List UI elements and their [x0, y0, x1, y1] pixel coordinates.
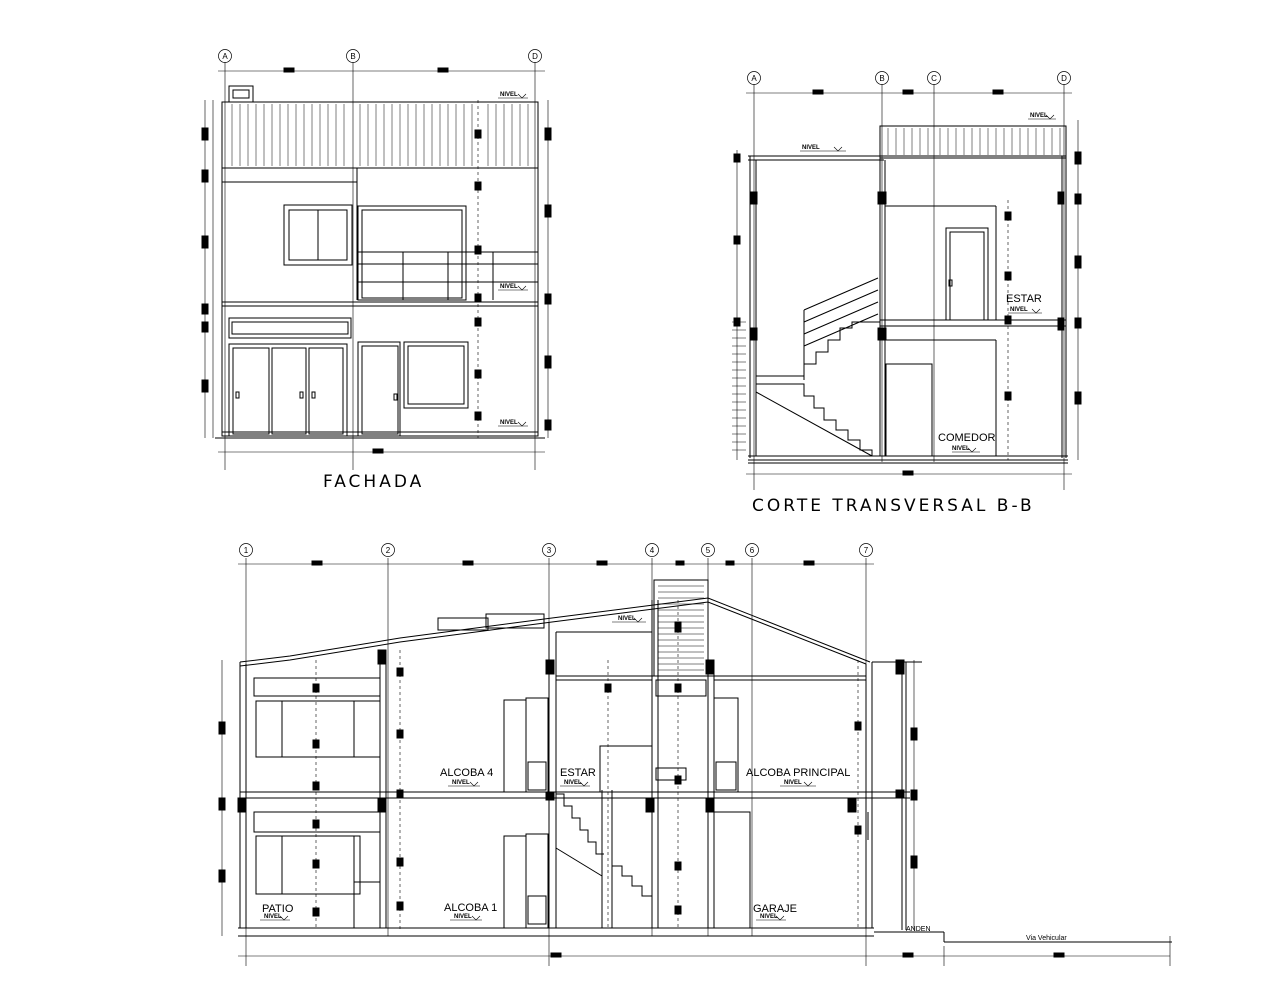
corte-transversal-title: CORTE TRANSVERSAL B-B [752, 496, 1035, 516]
grid-label-6: 6 [750, 546, 755, 555]
room-label-alcoba1: ALCOBA 1 [444, 902, 497, 914]
level-tag: NIVEL [1010, 307, 1028, 313]
level-tag: NIVEL [500, 284, 518, 290]
grid-label-fachada-b: B [350, 52, 355, 61]
fachada-elevation [201, 49, 552, 470]
room-label-patio: PATIO [262, 903, 294, 915]
level-tag: NIVEL [264, 914, 282, 920]
grid-label-fachada-a: A [222, 52, 228, 61]
grid-label-fachada-d: D [532, 52, 538, 61]
grid-label-2: 2 [386, 546, 391, 555]
fachada-title: FACHADA [323, 472, 425, 492]
grid-label-corte-a: A [751, 74, 757, 83]
grid-label-3: 3 [547, 546, 552, 555]
room-label-alcoba4: ALCOBA 4 [440, 767, 493, 779]
level-tag: NIVEL [564, 780, 582, 786]
grid-label-corte-b: B [879, 74, 884, 83]
room-label-comedor: COMEDOR [938, 432, 996, 444]
level-tag: NIVEL [500, 420, 518, 426]
label-anden: ANDEN [906, 926, 931, 933]
grid-label-5: 5 [706, 546, 711, 555]
grid-bubble-labels: A B D A B C D 1 2 3 4 5 6 7 [222, 52, 1067, 555]
grid-label-corte-d: D [1061, 74, 1067, 83]
level-tags: NIVEL NIVEL NIVEL NIVEL NIVEL NIVEL NIVE… [264, 92, 1048, 920]
corte-transversal-section [732, 71, 1082, 490]
level-tag: NIVEL [1030, 113, 1048, 119]
corte-longitudinal-section [218, 543, 1172, 966]
grid-label-7: 7 [864, 546, 869, 555]
level-tag: NIVEL [784, 780, 802, 786]
room-labels: ESTAR COMEDOR ALCOBA 4 ESTAR ALCOBA PRIN… [262, 293, 1067, 942]
grid-label-1: 1 [244, 546, 249, 555]
room-label-alcoba-principal: ALCOBA PRINCIPAL [746, 767, 850, 779]
room-label-estar: ESTAR [560, 767, 596, 779]
room-label-estar-b: ESTAR [1006, 293, 1042, 305]
level-tag: NIVEL [760, 914, 778, 920]
level-tag: NIVEL [452, 780, 470, 786]
room-label-garaje: GARAJE [753, 903, 797, 915]
level-tag: NIVEL [500, 92, 518, 98]
level-tag: NIVEL [802, 145, 820, 151]
grid-label-corte-c: C [931, 74, 937, 83]
level-tag: NIVEL [618, 616, 636, 622]
grid-label-4: 4 [650, 546, 655, 555]
level-tag: NIVEL [952, 446, 970, 452]
level-tag: NIVEL [454, 914, 472, 920]
label-via-vehicular: Via Vehicular [1026, 935, 1067, 942]
